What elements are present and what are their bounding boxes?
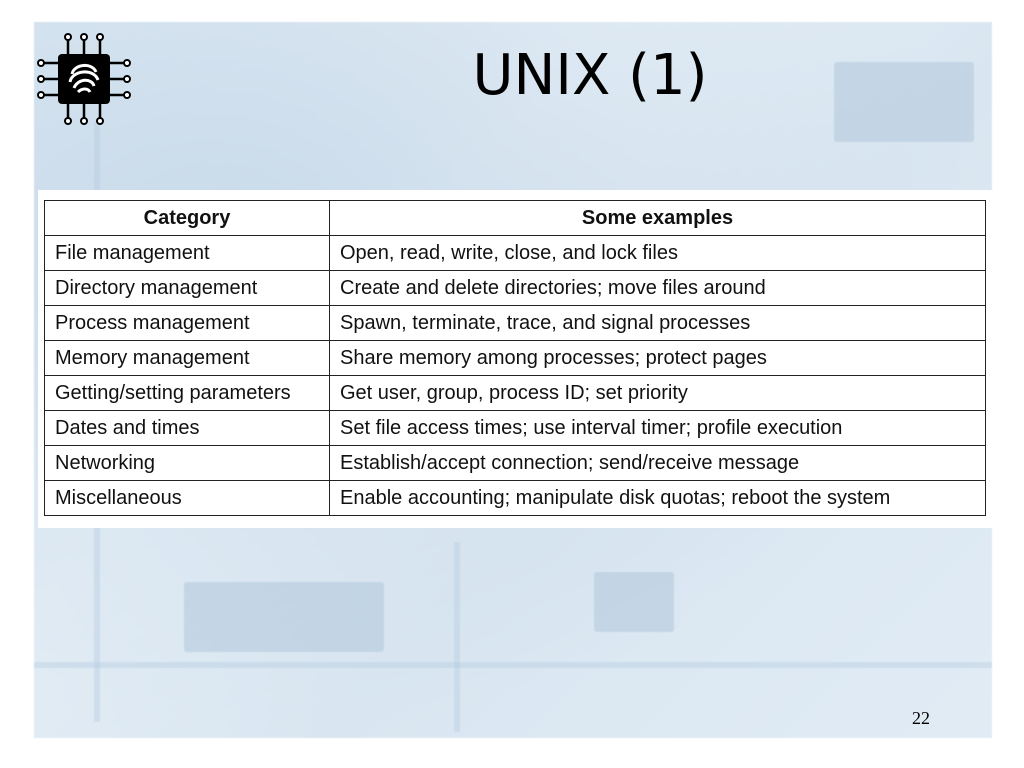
table-row: Getting/setting parameters Get user, gro…: [44, 375, 986, 411]
background-chip: [594, 572, 674, 632]
table-row: Miscellaneous Enable accounting; manipul…: [44, 480, 986, 516]
category-cell: Process management: [44, 305, 330, 341]
table-row: Memory management Share memory among pro…: [44, 340, 986, 376]
category-cell: Dates and times: [44, 410, 330, 446]
table-row: File management Open, read, write, close…: [44, 235, 986, 271]
category-cell: Networking: [44, 445, 330, 481]
category-cell: Directory management: [44, 270, 330, 306]
background-chip: [184, 582, 384, 652]
examples-cell: Create and delete directories; move file…: [329, 270, 986, 306]
circuit-chip-logo-icon: [37, 33, 131, 125]
slide-title: UNIX (1): [472, 43, 708, 108]
page-number: 22: [912, 708, 930, 728]
table-row: Networking Establish/accept connection; …: [44, 445, 986, 481]
category-cell: Miscellaneous: [44, 480, 330, 516]
examples-cell: Get user, group, process ID; set priorit…: [329, 375, 986, 411]
table-panel: Category Some examples File management O…: [38, 190, 994, 528]
table-header-row: Category Some examples: [44, 200, 986, 236]
examples-cell: Share memory among processes; protect pa…: [329, 340, 986, 376]
examples-cell: Open, read, write, close, and lock files: [329, 235, 986, 271]
column-header-category: Category: [44, 200, 330, 236]
category-cell: Memory management: [44, 340, 330, 376]
column-header-examples: Some examples: [329, 200, 986, 236]
table-row: Directory management Create and delete d…: [44, 270, 986, 306]
background-trace: [454, 542, 460, 732]
examples-cell: Establish/accept connection; send/receiv…: [329, 445, 986, 481]
table-row: Dates and times Set file access times; u…: [44, 410, 986, 446]
examples-cell: Spawn, terminate, trace, and signal proc…: [329, 305, 986, 341]
background-trace: [34, 662, 992, 668]
table-row: Process management Spawn, terminate, tra…: [44, 305, 986, 341]
category-cell: Getting/setting parameters: [44, 375, 330, 411]
system-call-table: Category Some examples File management O…: [44, 200, 986, 516]
category-cell: File management: [44, 235, 330, 271]
examples-cell: Set file access times; use interval time…: [329, 410, 986, 446]
examples-cell: Enable accounting; manipulate disk quota…: [329, 480, 986, 516]
background-chip: [834, 62, 974, 142]
